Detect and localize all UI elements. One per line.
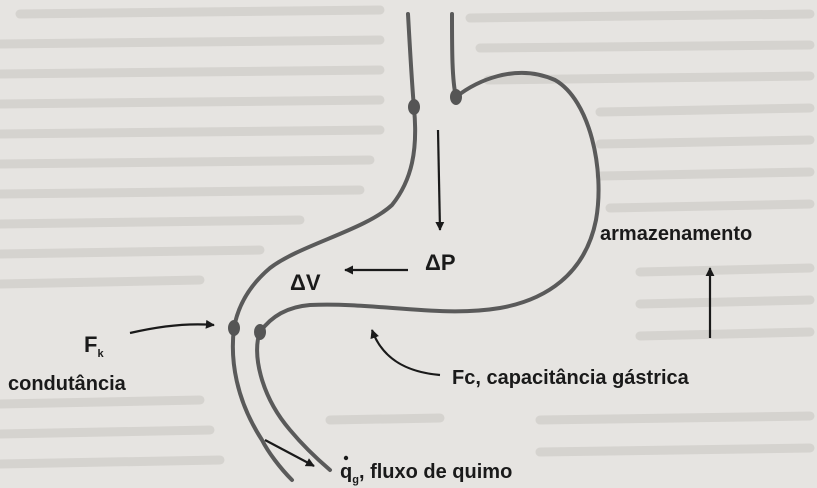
q-symbol: q (340, 461, 352, 483)
fk-main: F (84, 332, 97, 357)
pressure-arrow (438, 130, 440, 230)
fluxo-text: , fluxo de quimo (359, 461, 512, 483)
chyme-flow-text: qg, fluxo de quimo (340, 461, 512, 486)
q-subscript: g (352, 474, 359, 486)
esophageal-sphincter-dot-right (450, 89, 462, 105)
stomach-inner-wall (233, 14, 415, 480)
storage-label: armazenamento (600, 223, 752, 245)
delta-p-label: ΔP (425, 250, 456, 275)
capacitance-label: Fc, capacitância gástrica (452, 367, 690, 389)
fk-label: Fk (84, 332, 104, 360)
chyme-flow-label: qg, fluxo de quimo (340, 456, 512, 486)
esophageal-sphincter-dot-left (408, 99, 420, 115)
conductance-arrow (130, 324, 214, 333)
delta-v-label: ΔV (290, 270, 321, 295)
fk-subscript: k (97, 348, 104, 360)
stomach-outer-wall (257, 14, 598, 470)
pyloric-sphincter-dot-left (228, 320, 240, 336)
pyloric-sphincter-dot-right (254, 324, 266, 340)
capacitance-arrow (372, 330, 440, 375)
chyme-flow-arrow (265, 440, 314, 466)
q-dot-mark (344, 456, 348, 460)
conductance-label: condutância (8, 373, 127, 395)
